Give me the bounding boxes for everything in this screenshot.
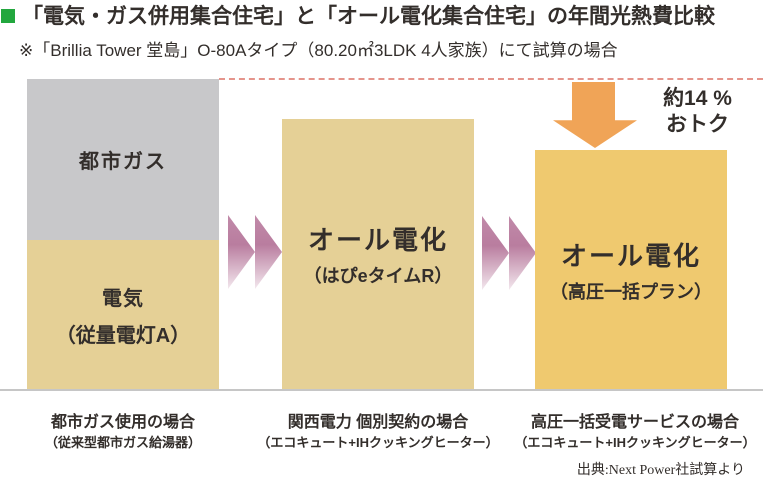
baseline-dashed-guide bbox=[219, 78, 763, 80]
bar-city-gas-case: 都市ガス 電気 （従量電灯A） bbox=[27, 79, 219, 389]
savings-down-arrow-icon bbox=[553, 82, 637, 148]
x-label-individual-contract-case: 関西電力 個別契約の場合 （エコキュート+IHクッキングヒーター） bbox=[257, 412, 499, 452]
chevron-triangle-icon bbox=[228, 215, 255, 289]
segment-all-electric: オール電化 （はぴeタイムR） bbox=[282, 119, 474, 389]
segment-sublabel: （従量電灯A） bbox=[55, 324, 191, 347]
savings-percent: 約14 % bbox=[663, 87, 732, 110]
bar-all-electric-bulk: オール電化 （高圧一括プラン） bbox=[535, 150, 727, 389]
case-sublabel: （従来型都市ガス給湯器） bbox=[44, 435, 201, 450]
chevron-triangle-icon bbox=[509, 216, 536, 290]
segment-city-gas: 都市ガス bbox=[27, 79, 219, 241]
chart-baseline bbox=[0, 389, 763, 391]
segment-label: 都市ガス bbox=[79, 151, 167, 174]
segment-all-electric-bulk: オール電化 （高圧一括プラン） bbox=[535, 150, 727, 389]
segment-electric: 電気 （従量電灯A） bbox=[27, 240, 219, 389]
source-credit: 出典:Next Power社試算より bbox=[576, 463, 745, 478]
page-title: 「電気・ガス併用集合住宅」と「オール電化集合住宅」の年間光熱費比較 bbox=[22, 5, 715, 28]
segment-label: 電気 bbox=[102, 287, 144, 310]
chevron-triangle-icon bbox=[255, 215, 282, 289]
chevron-right-icon bbox=[482, 216, 536, 290]
title-bullet-icon bbox=[1, 9, 15, 23]
segment-label: オール電化 bbox=[560, 240, 701, 271]
segment-sublabel: （高圧一括プラン） bbox=[550, 281, 712, 302]
estimate-note: ※「Brillia Tower 堂島」O-80Aタイプ（80.20㎡3LDK 4… bbox=[19, 41, 618, 60]
chevron-right-icon bbox=[228, 215, 282, 289]
bar-all-electric-individual: オール電化 （はぴeタイムR） bbox=[282, 119, 474, 389]
case-sublabel: （エコキュート+IHクッキングヒーター） bbox=[257, 435, 499, 450]
savings-annotation: 約14 % おトク bbox=[645, 86, 750, 138]
chevron-triangle-icon bbox=[482, 216, 509, 290]
savings-word: おトク bbox=[666, 113, 729, 136]
case-sublabel: （エコキュート+IHクッキングヒーター） bbox=[514, 435, 756, 450]
segment-label: オール電化 bbox=[307, 225, 448, 255]
x-label-bulk-power-case: 高圧一括受電サービスの場合 （エコキュート+IHクッキングヒーター） bbox=[510, 412, 760, 452]
case-label: 高圧一括受電サービスの場合 bbox=[530, 414, 739, 431]
segment-sublabel: （はぴeタイムR） bbox=[303, 266, 453, 286]
x-label-city-gas-case: 都市ガス使用の場合 （従来型都市ガス給湯器） bbox=[2, 412, 244, 452]
case-label: 関西電力 個別契約の場合 bbox=[287, 414, 469, 431]
header: 「電気・ガス併用集合住宅」と「オール電化集合住宅」の年間光熱費比較 bbox=[1, 3, 715, 30]
case-label: 都市ガス使用の場合 bbox=[50, 414, 195, 431]
